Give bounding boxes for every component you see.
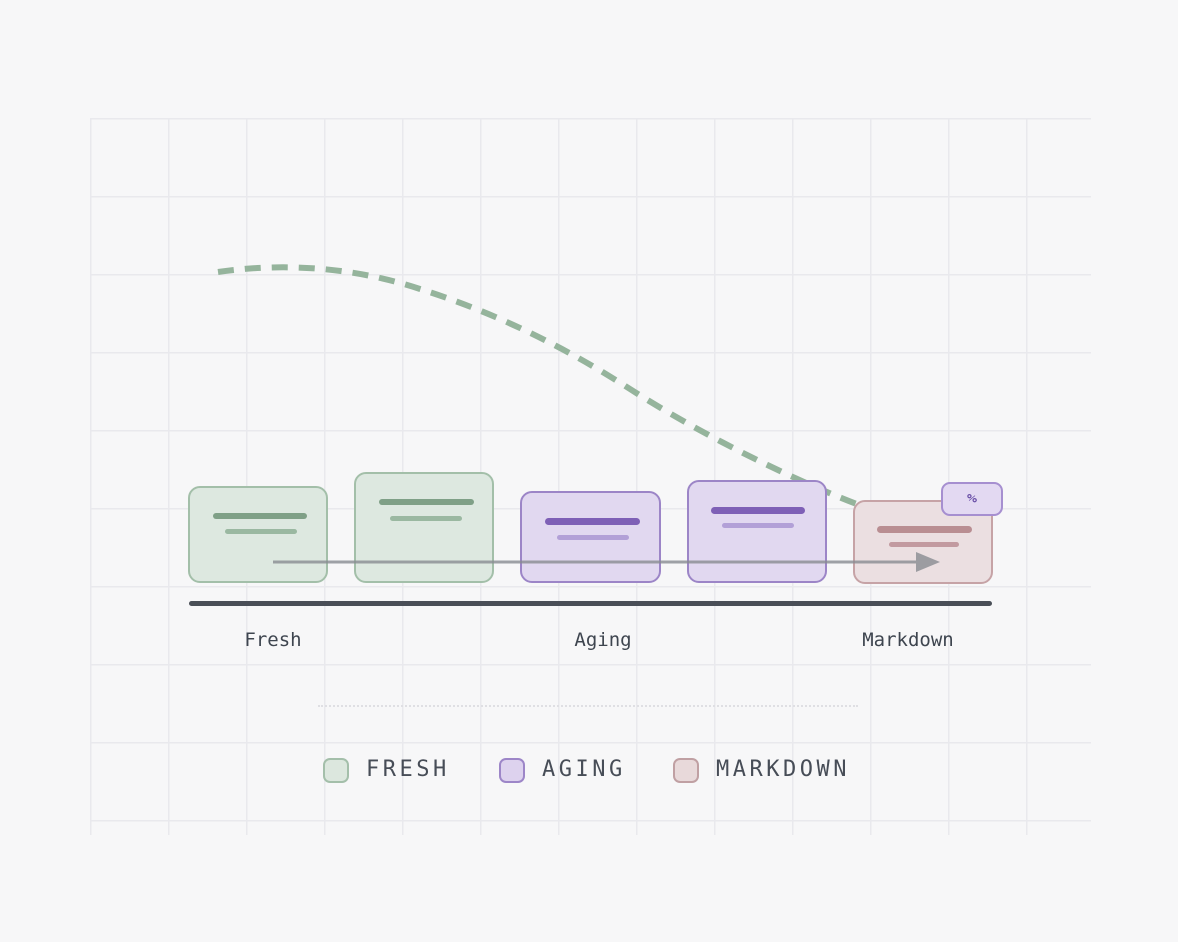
card-text-line: [557, 535, 629, 540]
legend-label: FRESH: [366, 757, 450, 782]
legend-item-markdown: MARKDOWN: [673, 757, 850, 783]
decay-curve: [217, 264, 864, 509]
legend-item-fresh: FRESH: [323, 757, 450, 783]
card-text-line: [889, 542, 959, 547]
legend-swatch-fresh-icon: [323, 757, 349, 783]
card-aging-2: [687, 480, 827, 583]
card-fresh-1: [188, 486, 328, 583]
legend-label: AGING: [542, 757, 626, 782]
percent-badge: %: [941, 482, 1003, 516]
card-fresh-2: [354, 472, 494, 583]
card-aging-1: [520, 491, 661, 583]
grid-background: [90, 118, 1091, 835]
card-text-line: [711, 507, 805, 514]
card-text-line: [390, 516, 462, 521]
timeline-arrow: [273, 552, 940, 572]
stage-label-markdown: Markdown: [862, 629, 954, 651]
legend-label: MARKDOWN: [716, 757, 850, 782]
legend-swatch-markdown-icon: [673, 757, 699, 783]
percent-icon: %: [965, 490, 979, 508]
timeline-baseline: [189, 601, 992, 606]
stage-label-aging: Aging: [574, 629, 632, 651]
arrow-right-icon: [916, 552, 940, 572]
legend-divider: [318, 705, 858, 707]
card-text-line: [213, 513, 307, 519]
legend-item-aging: AGING: [499, 757, 626, 783]
stage-label-fresh: Fresh: [244, 629, 302, 651]
card-text-line: [379, 499, 474, 505]
card-text-line: [545, 518, 640, 525]
card-text-line: [722, 523, 794, 528]
card-markdown-1: [853, 500, 993, 584]
legend-swatch-aging-icon: [499, 757, 525, 783]
card-text-line: [225, 529, 297, 534]
card-text-line: [877, 526, 972, 533]
